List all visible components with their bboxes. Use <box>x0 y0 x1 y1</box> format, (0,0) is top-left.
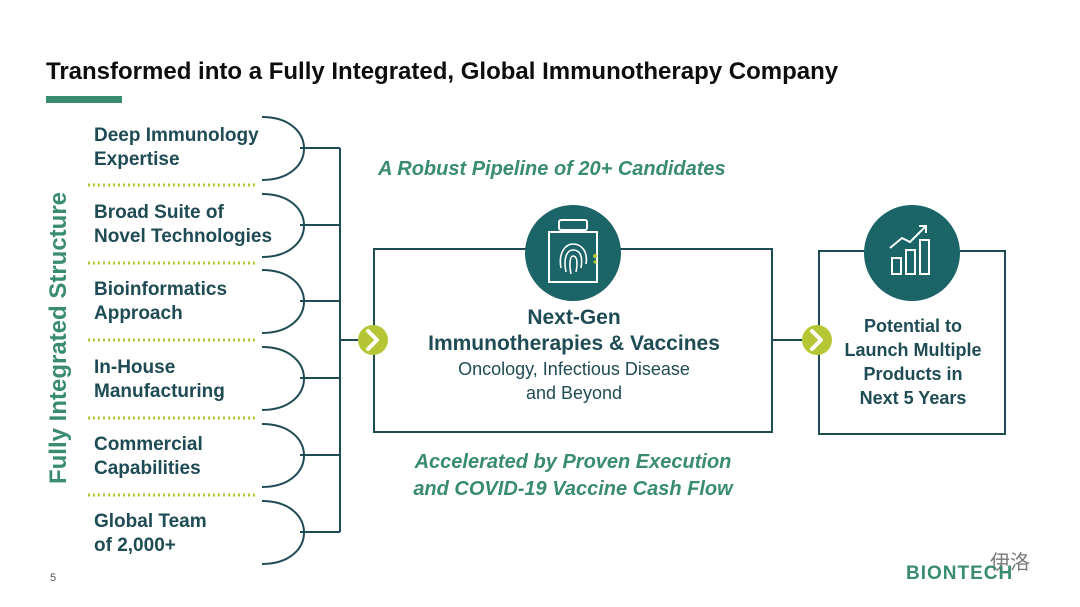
pillar-line: Commercial <box>94 434 203 455</box>
pillar-bioinformatics: Bioinformatics Approach <box>94 278 294 326</box>
pillar-commercial: Commercial Capabilities <box>94 433 294 481</box>
pipeline-tagline: A Robust Pipeline of 20+ Candidates <box>378 158 726 180</box>
company-logo: BIONTECH <box>906 563 1014 584</box>
pillar-deep-immunology: Deep Immunology Expertise <box>94 124 294 172</box>
title-accent-bar <box>46 96 122 103</box>
center-title-line: Immunotherapies & Vaccines <box>428 332 720 355</box>
pillar-line: In-House <box>94 357 176 378</box>
chevron-right-icon <box>802 325 832 355</box>
pillar-global-team: Global Team of 2,000+ <box>94 510 294 558</box>
pillar-line: Global Team <box>94 511 207 532</box>
pillar-line: Manufacturing <box>94 381 225 402</box>
center-subtitle-line: and Beyond <box>525 383 623 403</box>
pillar-manufacturing: In-House Manufacturing <box>94 356 294 404</box>
growth-chart-icon <box>864 205 960 301</box>
right-line: Potential to <box>864 316 962 336</box>
pillar-line: of 2,000+ <box>94 535 176 556</box>
page-number: 5 <box>50 572 57 584</box>
center-title-line: Next-Gen <box>527 306 621 329</box>
pillar-line: Approach <box>94 303 183 324</box>
pillar-line: Deep Immunology <box>94 125 259 146</box>
right-line: Launch Multiple <box>844 340 982 360</box>
pillar-line: Broad Suite of <box>94 202 224 223</box>
center-subtitle-line: Oncology, Infectious Disease <box>458 359 690 379</box>
right-content: Potential to Launch Multiple Products in… <box>820 314 1006 410</box>
pillar-line: Bioinformatics <box>94 279 228 300</box>
pillar-line: Capabilities <box>94 458 201 479</box>
center-content: Next-Gen Immunotherapies & Vaccines Onco… <box>375 305 773 405</box>
pillar-line: Expertise <box>94 149 180 170</box>
right-line: Next 5 Years <box>859 388 967 408</box>
watermark: 伊洛 <box>990 552 1030 574</box>
pillar-line: Novel Technologies <box>94 226 273 247</box>
tagline-line: Accelerated by Proven Execution <box>414 451 732 473</box>
chevron-right-icon <box>358 325 388 355</box>
page-title: Transformed into a Fully Integrated, Glo… <box>46 58 839 85</box>
tagline-line: and COVID-19 Vaccine Cash Flow <box>413 478 733 500</box>
pillar-technologies: Broad Suite of Novel Technologies <box>94 201 294 249</box>
bottom-tagline: Accelerated by Proven Execution and COVI… <box>374 449 772 503</box>
right-line: Products in <box>863 364 963 384</box>
fingerprint-vial-icon <box>525 205 621 301</box>
